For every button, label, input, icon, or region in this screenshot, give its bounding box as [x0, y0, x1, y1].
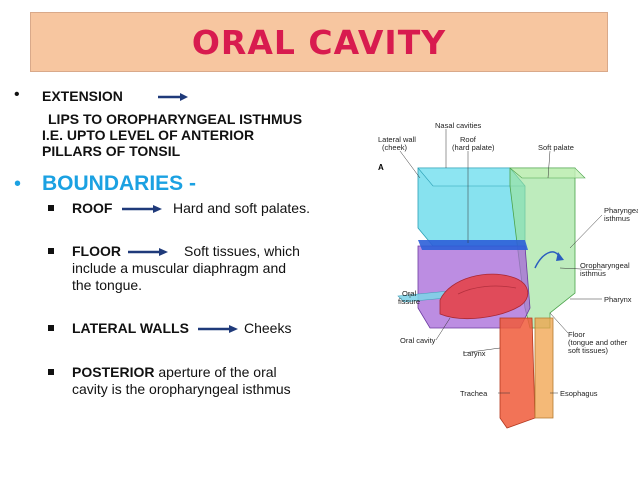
pharynx-top-face — [509, 167, 586, 179]
floor-value-line-3: the tongue. — [72, 277, 143, 293]
arrow-right-icon — [198, 325, 238, 333]
label-floor-tongue: (tongue and other — [568, 338, 628, 347]
arrow-right-icon — [128, 248, 168, 256]
trachea-shape — [499, 317, 536, 429]
arrow-right-icon — [158, 93, 188, 101]
label-larynx: Larynx — [463, 349, 486, 358]
extension-label: EXTENSION — [42, 88, 123, 104]
extension-line-1: LIPS TO OROPHARYNGEAL ISTHMUS — [48, 111, 303, 127]
bullet-dot: • — [14, 86, 20, 103]
posterior-line-2: cavity is the oropharyngeal isthmus — [72, 381, 291, 397]
label-roof-hard-palate: (hard palate) — [452, 143, 495, 152]
label-roof: Roof — [460, 135, 477, 144]
label-oropharyngeal-isthmus: isthmus — [580, 269, 606, 278]
label-pharyngeal: Pharyngeal — [604, 206, 638, 215]
label-pharyngeal-isthmus: isthmus — [604, 214, 630, 223]
lateral-walls-label: LATERAL WALLS — [72, 320, 189, 336]
nasal-top-face — [417, 167, 526, 187]
tongue-shape — [439, 273, 529, 319]
posterior-label: POSTERIOR — [72, 364, 155, 380]
slide-title: ORAL CAVITY — [191, 22, 447, 62]
label-oropharyngeal: Oropharyngeal — [580, 261, 630, 270]
label-soft-palate: Soft palate — [538, 143, 574, 152]
square-bullet-icon — [48, 205, 54, 211]
label-nasal-cavities: Nasal cavities — [435, 121, 482, 130]
label-oral-fissure: fissure — [398, 297, 420, 306]
square-bullet-icon — [48, 369, 54, 375]
label-lateral-wall: Lateral wall — [378, 135, 416, 144]
bullet-dot: • — [14, 173, 22, 195]
oral-cavity-diagram: Nasal cavities Lateral wall (cheek) Roof… — [378, 121, 638, 429]
label-floor: Floor — [568, 330, 586, 339]
label-oral: Oral — [402, 289, 417, 298]
posterior-line-1-rest: aperture of the oral — [154, 364, 277, 380]
title-banner: ORAL CAVITY — [30, 12, 608, 72]
panel-letter: A — [378, 163, 384, 172]
label-oral-cavity: Oral cavity — [400, 336, 436, 345]
floor-value-line-2: include a muscular diaphragm and — [72, 260, 287, 276]
label-floor-soft-tissues: soft tissues) — [568, 346, 609, 355]
square-bullet-icon — [48, 248, 54, 254]
label-trachea: Trachea — [460, 389, 488, 398]
roof-label: ROOF — [72, 200, 113, 216]
floor-value-line-1: Soft tissues, which — [184, 243, 300, 259]
esophagus-shape — [534, 317, 554, 419]
label-pharynx: Pharynx — [604, 295, 632, 304]
roof-value: Hard and soft palates. — [173, 200, 310, 216]
square-bullet-icon — [48, 325, 54, 331]
extension-line-3: PILLARS OF TONSIL — [42, 143, 181, 159]
arrow-right-icon — [122, 205, 162, 213]
label-esophagus: Esophagus — [560, 389, 598, 398]
floor-label: FLOOR — [72, 243, 121, 259]
label-lateral-wall-cheek: (cheek) — [382, 143, 408, 152]
extension-line-2: I.E. UPTO LEVEL OF ANTERIOR — [42, 127, 255, 143]
boundaries-heading: BOUNDARIES - — [42, 172, 197, 195]
posterior-line-1: POSTERIOR aperture of the oral — [72, 364, 277, 380]
hard-palate-layer — [418, 240, 528, 250]
lateral-walls-value: Cheeks — [244, 320, 292, 336]
